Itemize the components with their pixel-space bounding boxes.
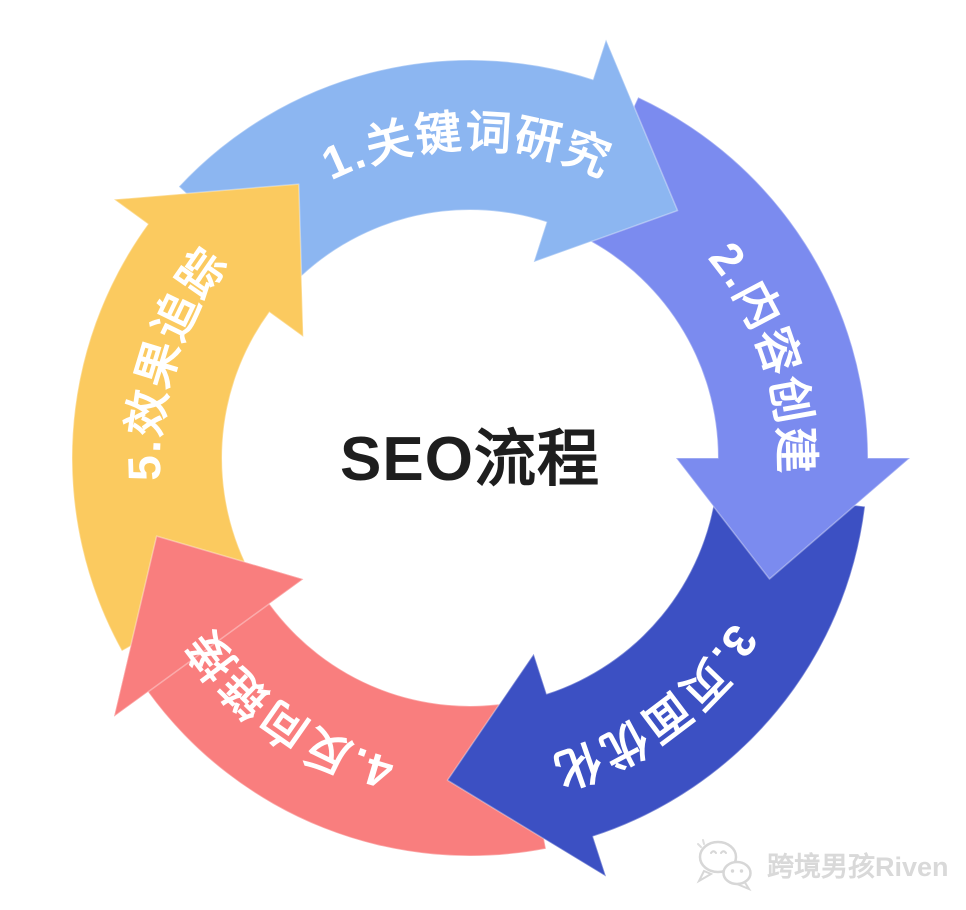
segment-arrow-1-keyword-research [178, 38, 679, 290]
wechat-icon [696, 839, 752, 892]
segment-arrow-2-content-creation [574, 96, 911, 580]
segment-arrow-5-result-tracking [71, 183, 305, 652]
segment-arrow-4-arrowhead [113, 535, 305, 718]
watermark-text: 跨境男孩Riven [767, 851, 949, 882]
watermark: 跨境男孩Riven [692, 836, 949, 892]
diagram-title: SEO流程 [340, 425, 600, 494]
segment-arrow-3-onpage-optimization [446, 487, 866, 878]
